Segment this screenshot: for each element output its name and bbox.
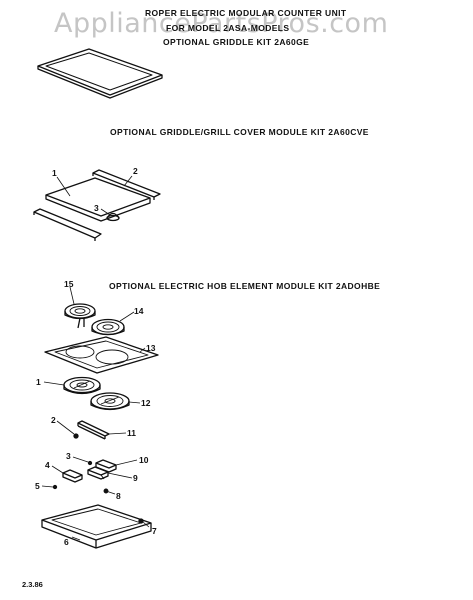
- cover-rail-left: [33, 208, 102, 241]
- griddle-plate: [37, 48, 163, 99]
- screw-2: [73, 433, 79, 439]
- burner-pan-12: [90, 392, 130, 411]
- callout-hob-5: 5: [35, 481, 40, 491]
- title-line-3: OPTIONAL GRIDDLE KIT 2A60GE: [163, 37, 310, 47]
- title-line-1: ROPER ELECTRIC MODULAR COUNTER UNIT: [145, 8, 347, 18]
- callout-hob-12: 12: [141, 398, 151, 408]
- callout-hob-6: 6: [64, 537, 69, 547]
- callout-hob-2: 2: [51, 415, 56, 425]
- callout-hob-13: 13: [146, 343, 156, 353]
- switch-9: [87, 466, 109, 480]
- callout-hob-4: 4: [45, 460, 50, 470]
- callout-hob-10: 10: [139, 455, 149, 465]
- callout-hob-14: 14: [134, 306, 144, 316]
- callout-hob-8: 8: [116, 491, 121, 501]
- terminal-block-10: [95, 459, 117, 473]
- callout-hob-15: 15: [64, 279, 74, 289]
- section-hob-element-title: OPTIONAL ELECTRIC HOB ELEMENT MODULE KIT…: [109, 281, 381, 291]
- hob-element-15: [64, 303, 96, 329]
- cover-handle: [106, 212, 120, 222]
- revision-date: 2.3.86: [22, 580, 43, 589]
- cover-rail-right: [92, 169, 161, 200]
- connector-4: [62, 469, 83, 483]
- callout-hob-7: 7: [152, 526, 157, 536]
- hob-element-14: [91, 318, 125, 336]
- bracket-11: [77, 420, 110, 440]
- callout-cover-2: 2: [133, 166, 138, 176]
- trim-frame: [44, 336, 159, 374]
- burner-pan-1: [63, 376, 101, 395]
- callout-hob-3: 3: [66, 451, 71, 461]
- housing-tray: [41, 504, 152, 549]
- title-line-2: FOR MODEL 2ASA-MODELS: [166, 23, 290, 33]
- leader-lines: [41, 286, 150, 541]
- screw-5: [52, 484, 58, 490]
- screw-7: [138, 518, 144, 524]
- watermark: AppliancePartsPros.com: [54, 8, 389, 39]
- section-griddle-cover-title: OPTIONAL GRIDDLE/GRILL COVER MODULE KIT …: [110, 127, 369, 137]
- callout-cover-3: 3: [94, 203, 99, 213]
- callout-hob-1: 1: [36, 377, 41, 387]
- screw-3: [87, 460, 93, 466]
- callout-hob-11: 11: [127, 428, 136, 438]
- callout-cover-1: 1: [52, 168, 57, 178]
- callout-hob-9: 9: [133, 473, 138, 483]
- griddle-cover: [45, 177, 151, 222]
